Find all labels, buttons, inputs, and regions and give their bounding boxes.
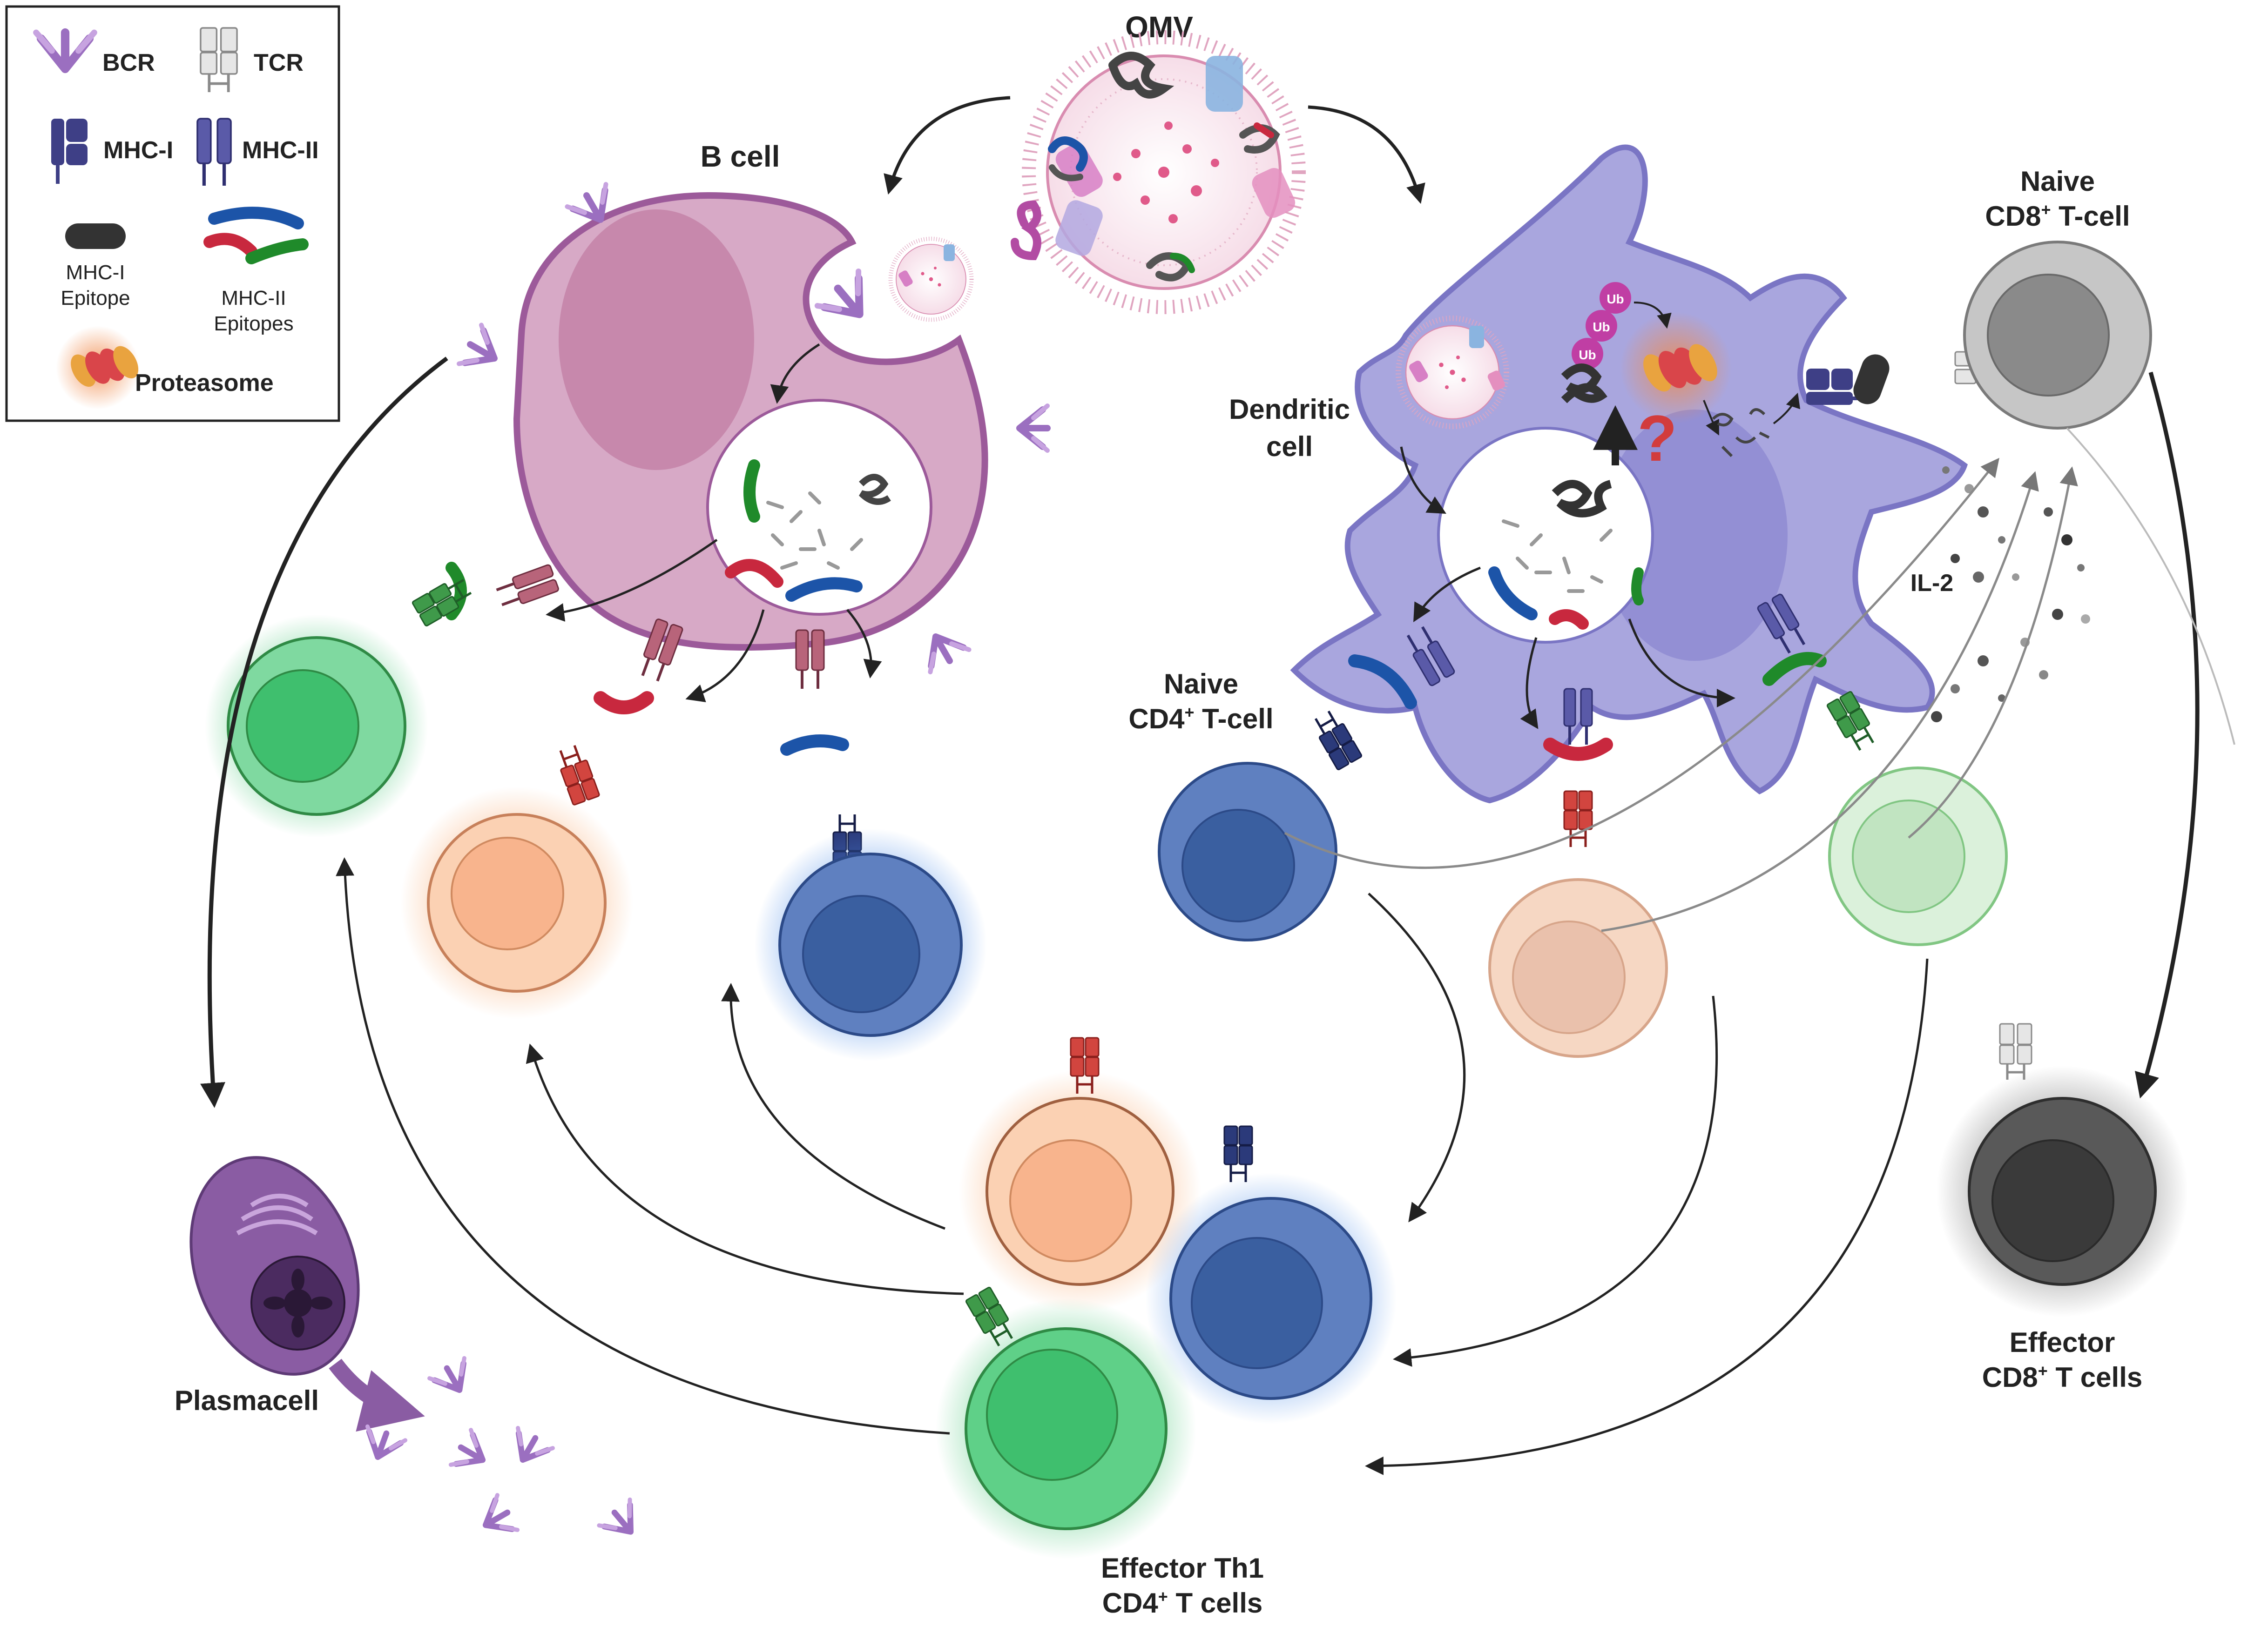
naive-cd8-label-line1: Naive [2020,166,2095,197]
legend-mhc2-epitopes-line1: MHC-II [221,287,286,309]
effector-cd8-sup: + [2038,1361,2048,1380]
effector-th1-sup: + [1158,1587,1168,1606]
legend-bcr-label: BCR [102,49,155,76]
antibody-icon-5 [476,1495,518,1543]
naive-cd8-t-cell [1964,242,2151,428]
effector-th1-label-line1: Effector Th1 [1101,1553,1264,1584]
antibody-icon-6 [599,1499,646,1545]
b-cell-nucleus [559,209,754,470]
mhc1-epitope-icon [65,223,126,249]
bcell-green-mhc-complex [412,564,559,626]
legend-mhc1-label: MHC-I [103,137,173,164]
b-cell-bound-omv [891,239,972,320]
antibody-icon-3 [451,1430,493,1478]
naive-cd8-label-line2: CD8+ T-cell [1985,200,2130,232]
effector-cd8-label-line2: CD8+ T cells [1982,1361,2143,1393]
dendritic-cell: Ub Ub Ub ? [1294,147,1964,800]
naive-cd8-to-effector-arrow [2141,372,2197,1094]
bcell-blue-t-cell [754,828,987,1061]
antibody-icon-4 [506,1428,553,1470]
naive-cd8-suffix: T-cell [2051,201,2130,232]
il2-label: IL-2 [1910,570,1953,597]
legend-mhc1-epitope-line2: Epitope [61,287,130,309]
bcr-icon-2 [459,325,506,377]
legend-mhc2-epitopes-line2: Epitopes [214,312,293,335]
omv-to-dendritic-arrow [1308,107,1420,200]
effector-cd8-suffix: T cells [2048,1362,2142,1393]
bcr-icon-3 [817,271,880,331]
b-cell [459,184,1047,672]
naive-cd4-sup: + [1184,703,1194,722]
naive-cd8-prefix: CD8 [1985,201,2041,232]
naive-cd4-suffix: T-cell [1194,703,1273,734]
bcell-orange-t-cell [400,787,633,1019]
plasmacell-label: Plasmacell [175,1385,319,1416]
dendritic-cell-endosome [1438,428,1653,642]
omv-to-bcell-arrow [889,98,1010,191]
question-mark: ? [1637,402,1677,475]
effector-cd8-label-line1: Effector [2010,1327,2115,1358]
legend-mhc2-label: MHC-II [242,137,319,164]
naive-cd4-label-line2: CD4+ T-cell [1128,703,1273,734]
effector-th1-prefix: CD4 [1102,1587,1159,1619]
legend: BCR TCR MHC-I MHC-II MHC-I Epitope MHC-I… [7,7,339,421]
naive-cd8-thin-line [2067,428,2234,745]
effector-th1-suffix: T cells [1168,1587,1262,1619]
bcr-icon-4 [1019,406,1047,450]
effector-orange-to-bcell-orange-arrow [531,1047,964,1294]
naive-cd8-sup: + [2041,200,2051,219]
omv-vesicle [1015,37,1299,307]
bcell-green-t-cell [205,614,428,838]
naive-cd4-prefix: CD4 [1128,703,1185,734]
secreted-antibodies [359,1358,646,1545]
naive-cd4-t-cell [1159,763,1336,940]
naive-cd4-to-effector-blue-arrow [1369,894,1465,1219]
plasmacell [162,1134,387,1398]
legend-mhc1-epitope-line1: MHC-I [66,261,125,284]
dendritic-label-line2: cell [1266,431,1313,462]
plasmacell-secretion-arrow [335,1364,400,1410]
antibody-icon-2 [359,1426,405,1464]
naive-cd4-label-line1: Naive [1164,668,1238,699]
dendritic-label-line1: Dendritic [1229,394,1350,425]
b-cell-label: B cell [701,140,780,173]
effector-th1-label-line2: CD4+ T cells [1102,1587,1263,1619]
ub-label-1: Ub [1606,292,1624,306]
effector-cd8-prefix: CD8 [1982,1362,2038,1393]
legend-proteasome-label: Proteasome [135,370,274,397]
legend-tcr-label: TCR [254,49,304,76]
dc-green-t-cell [1829,768,2006,945]
dc-green-to-effector-arrow [1369,959,1927,1466]
bcell-red-mhc-complex [554,618,683,805]
dc-orange-t-cell [1490,880,1667,1056]
antibody-icon-1 [430,1358,477,1400]
ub-label-2: Ub [1593,320,1610,334]
ub-label-3: Ub [1579,348,1596,362]
bcr-icon-5 [916,625,969,672]
